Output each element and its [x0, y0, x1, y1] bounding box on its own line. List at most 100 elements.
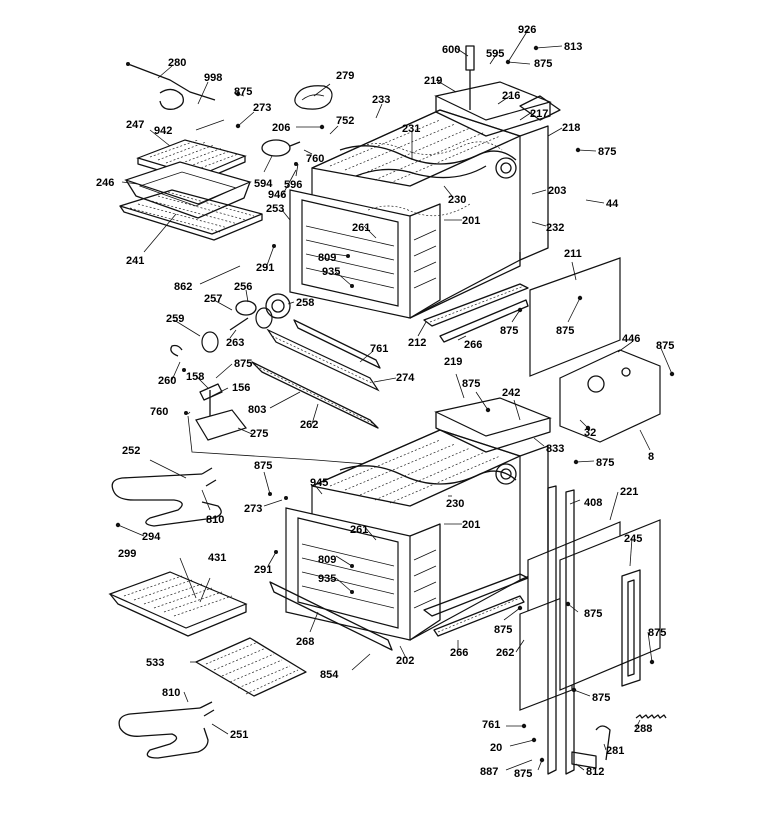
callout-812: 812: [586, 766, 604, 778]
callout-268: 268: [296, 636, 314, 648]
callout-875-bottom: 875: [514, 768, 532, 780]
latch-plate: [195, 409, 248, 441]
callout-266-upper: 266: [464, 339, 482, 351]
callout-299: 299: [118, 548, 136, 560]
callout-596: 596: [284, 179, 302, 191]
callout-280: 280: [168, 57, 186, 69]
leader-lines: [117, 29, 673, 771]
callout-600: 600: [442, 44, 460, 56]
callout-875-upper-rail: 875: [500, 325, 518, 337]
callout-231: 231: [402, 123, 420, 135]
callout-232: 232: [546, 222, 564, 234]
callout-labels: 280 998 875 273 942 247 279 206 752 760 …: [96, 24, 674, 780]
light-lens: [294, 85, 333, 110]
callout-809: 809: [318, 252, 336, 264]
callout-595: 595: [486, 48, 504, 60]
callout-211: 211: [564, 248, 582, 260]
callout-875-lower-top: 875: [462, 378, 480, 390]
callout-203: 203: [548, 185, 566, 197]
callout-273: 273: [253, 102, 271, 114]
callout-833: 833: [546, 443, 564, 455]
callout-219-lower: 219: [444, 356, 462, 368]
callout-875-panel-lower: 875: [584, 608, 602, 620]
callout-273-lower: 273: [244, 503, 262, 515]
callout-594: 594: [254, 178, 273, 190]
oven-rack-lower: [195, 637, 307, 697]
callout-875-158: 875: [234, 358, 252, 370]
lower-oven-cavity: [269, 429, 521, 651]
callout-935-lower: 935: [318, 573, 336, 585]
callout-875-top: 875: [534, 58, 552, 70]
callout-201-lower: 201: [462, 519, 480, 531]
callout-875-bracket: 875: [656, 340, 674, 352]
callout-233: 233: [372, 94, 390, 106]
callout-241: 241: [126, 255, 144, 267]
callout-431: 431: [208, 552, 226, 564]
callout-294: 294: [142, 531, 161, 543]
callout-247: 247: [126, 119, 144, 131]
callout-253: 253: [266, 203, 284, 215]
callout-275: 275: [250, 428, 268, 440]
callout-158: 158: [186, 371, 204, 383]
callout-875-rail-lower: 875: [494, 624, 512, 636]
callout-875-lower-left: 875: [254, 460, 272, 472]
callout-810-upper: 810: [206, 514, 224, 526]
callout-279: 279: [336, 70, 354, 82]
callout-257: 257: [204, 293, 222, 305]
callout-246: 246: [96, 177, 114, 189]
callout-291-lower: 291: [254, 564, 272, 576]
callout-926: 926: [518, 24, 536, 36]
side-trim-strip: [621, 569, 641, 687]
callout-813: 813: [564, 41, 582, 53]
upper-side-panel: [495, 125, 549, 261]
callout-803: 803: [248, 404, 266, 416]
parts-artwork: [108, 45, 675, 775]
callout-245: 245: [624, 533, 642, 545]
callout-946: 946: [268, 189, 286, 201]
callout-761-upper: 761: [370, 343, 388, 355]
callout-219: 219: [424, 75, 442, 87]
callout-260: 260: [158, 375, 176, 387]
callout-202: 202: [396, 655, 414, 667]
broil-pan-lower: [108, 571, 248, 637]
lower-rear-panels: [519, 485, 661, 775]
callout-263: 263: [226, 337, 244, 349]
callout-201: 201: [462, 215, 480, 227]
callout-242: 242: [502, 387, 520, 399]
latch-bracket: [199, 383, 223, 418]
upper-oven-cavity: [289, 109, 521, 319]
callout-887: 887: [480, 766, 498, 778]
callout-942: 942: [154, 125, 172, 137]
broiler-pan: [124, 161, 252, 219]
callout-761-lower: 761: [482, 719, 500, 731]
callout-261: 261: [352, 222, 370, 234]
callout-221: 221: [620, 486, 638, 498]
hinge-bracket: [571, 725, 611, 769]
bake-element-lower: [118, 701, 215, 759]
callout-44: 44: [606, 198, 619, 210]
vent-trim-strips: [251, 319, 381, 429]
callout-998: 998: [204, 72, 222, 84]
callout-533: 533: [146, 657, 164, 669]
light-socket: [261, 139, 301, 157]
bake-element-upper: [111, 467, 222, 527]
callout-408: 408: [584, 497, 602, 509]
callout-256: 256: [234, 281, 252, 293]
callout-291: 291: [256, 262, 274, 274]
upper-bottom-trim: [423, 283, 529, 343]
wire-260: [170, 344, 183, 357]
upper-insulation-blanket: [351, 141, 503, 217]
callout-875-panel: 875: [556, 325, 574, 337]
callout-217: 217: [530, 108, 548, 120]
callout-875-bottom-panel: 875: [592, 692, 610, 704]
callout-206: 206: [272, 122, 290, 134]
callout-32: 32: [584, 427, 596, 439]
callout-875: 875: [234, 86, 252, 98]
callout-252: 252: [122, 445, 140, 457]
callout-251: 251: [230, 729, 248, 741]
callout-230: 230: [448, 194, 466, 206]
callout-875-side: 875: [648, 627, 666, 639]
callout-875-right-upper: 875: [598, 146, 616, 158]
door-spring: [635, 714, 667, 719]
